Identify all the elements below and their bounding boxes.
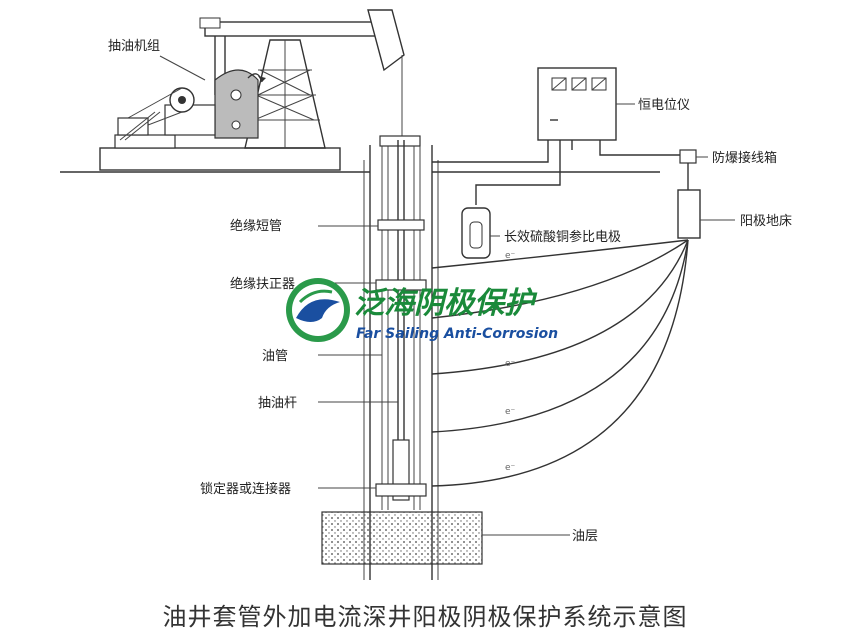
electron-label-1: e⁻ <box>505 251 516 261</box>
label-oil-layer: 油层 <box>572 529 598 544</box>
label-explosion-proof-box: 防爆接线箱 <box>712 150 777 166</box>
caption: 油井套管外加电流深井阳极阴极保护系统示意图 <box>163 603 688 631</box>
watermark-logo <box>286 278 350 342</box>
label-reference-electrode: 长效硫酸铜参比电极 <box>504 229 621 245</box>
label-sucker-rod: 抽油杆 <box>258 396 297 411</box>
electron-label-4: e⁻ <box>505 463 516 473</box>
reference-electrode <box>461 207 491 259</box>
label-tubing: 油管 <box>262 349 288 364</box>
pump-jack <box>99 9 405 171</box>
lock-connector <box>375 483 427 497</box>
current-curves <box>431 239 689 487</box>
label-anode-bed: 阳极地床 <box>740 214 792 229</box>
insulated-centralizer <box>375 279 427 291</box>
electron-label-3: e⁻ <box>505 407 516 417</box>
label-pump-unit: 抽油机组 <box>108 39 160 54</box>
wave-icon <box>296 299 340 322</box>
insulated-short-pipe <box>377 219 425 231</box>
label-lock-connector: 锁定器或连接器 <box>200 481 291 497</box>
anode-bed <box>677 189 701 239</box>
tubing <box>381 146 421 510</box>
electron-label-2: e⁻ <box>505 359 516 369</box>
label-insulated-short-pipe: 绝缘短管 <box>230 218 282 234</box>
potentiostat-box <box>537 67 617 141</box>
well-casing <box>363 145 439 580</box>
explosion-proof-box <box>679 149 697 164</box>
leader-lines <box>159 55 735 536</box>
watermark-cn: 泛海阴极保护 <box>354 286 538 321</box>
oil-layer <box>321 511 483 565</box>
label-potentiostat: 恒电位仪 <box>638 98 690 113</box>
watermark-en: Far Sailing Anti-Corrosion <box>356 326 558 342</box>
wiring <box>432 140 689 205</box>
wellhead <box>379 135 421 147</box>
label-insulated-centralizer: 绝缘扶正器 <box>230 276 295 292</box>
